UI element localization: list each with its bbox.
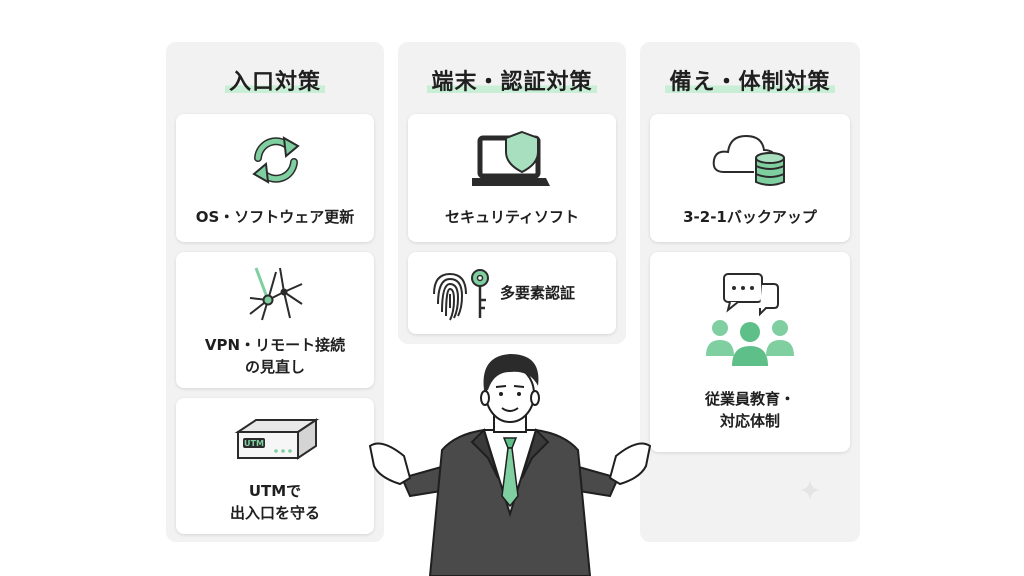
- column-title: 端末・認証対策: [398, 64, 626, 96]
- column-title: 備え・体制対策: [640, 64, 860, 96]
- card-label: OS・ソフトウェア更新: [195, 208, 355, 226]
- card-backup: 3-2-1バックアップ: [650, 114, 850, 242]
- card-training: 従業員教育・ 対応体制: [650, 252, 850, 452]
- cloud-database-icon: [712, 134, 785, 186]
- card-label-line1: VPN・リモート接続: [204, 336, 346, 354]
- team-chat-icon: [706, 273, 794, 366]
- network-nodes-icon: [249, 267, 303, 321]
- utm-device-text: UTM: [244, 439, 264, 448]
- sync-arrows-icon: [252, 136, 300, 184]
- card-label-line2: 対応体制: [719, 412, 780, 430]
- card-vpn: VPN・リモート接続 の見直し: [176, 252, 374, 388]
- sparkle-icon: [800, 480, 820, 500]
- businessman-illustration: [368, 354, 652, 576]
- card-os-update: OS・ソフトウェア更新: [176, 114, 374, 242]
- column-device-auth: 端末・認証対策 セキュリティソフト 多要素認証: [398, 42, 626, 344]
- laptop-shield-icon: [472, 130, 550, 186]
- card-label: 多要素認証: [500, 284, 576, 302]
- utm-appliance-icon: UTM: [234, 418, 320, 460]
- card-utm: UTM UTMで 出入口を守る: [176, 398, 374, 534]
- card-label-line2: の見直し: [244, 358, 305, 376]
- card-security-software: セキュリティソフト: [408, 114, 616, 242]
- column-entrance: 入口対策 OS・ソフトウェア更新 VPN・リモート接続 の見直し U: [166, 42, 384, 542]
- card-label-line2: 出入口を守る: [229, 504, 320, 522]
- card-label-line1: 従業員教育・: [704, 390, 795, 408]
- card-label: 3-2-1バックアップ: [683, 208, 817, 226]
- card-label: セキュリティソフト: [444, 208, 580, 226]
- column-preparedness: 備え・体制対策 3-2-1バックアップ 従業員教育・ 対応体制: [640, 42, 860, 542]
- card-mfa: 多要素認証: [408, 252, 616, 334]
- fingerprint-key-icon: [433, 269, 489, 321]
- card-label-line1: UTMで: [248, 482, 302, 500]
- column-title: 入口対策: [166, 64, 384, 96]
